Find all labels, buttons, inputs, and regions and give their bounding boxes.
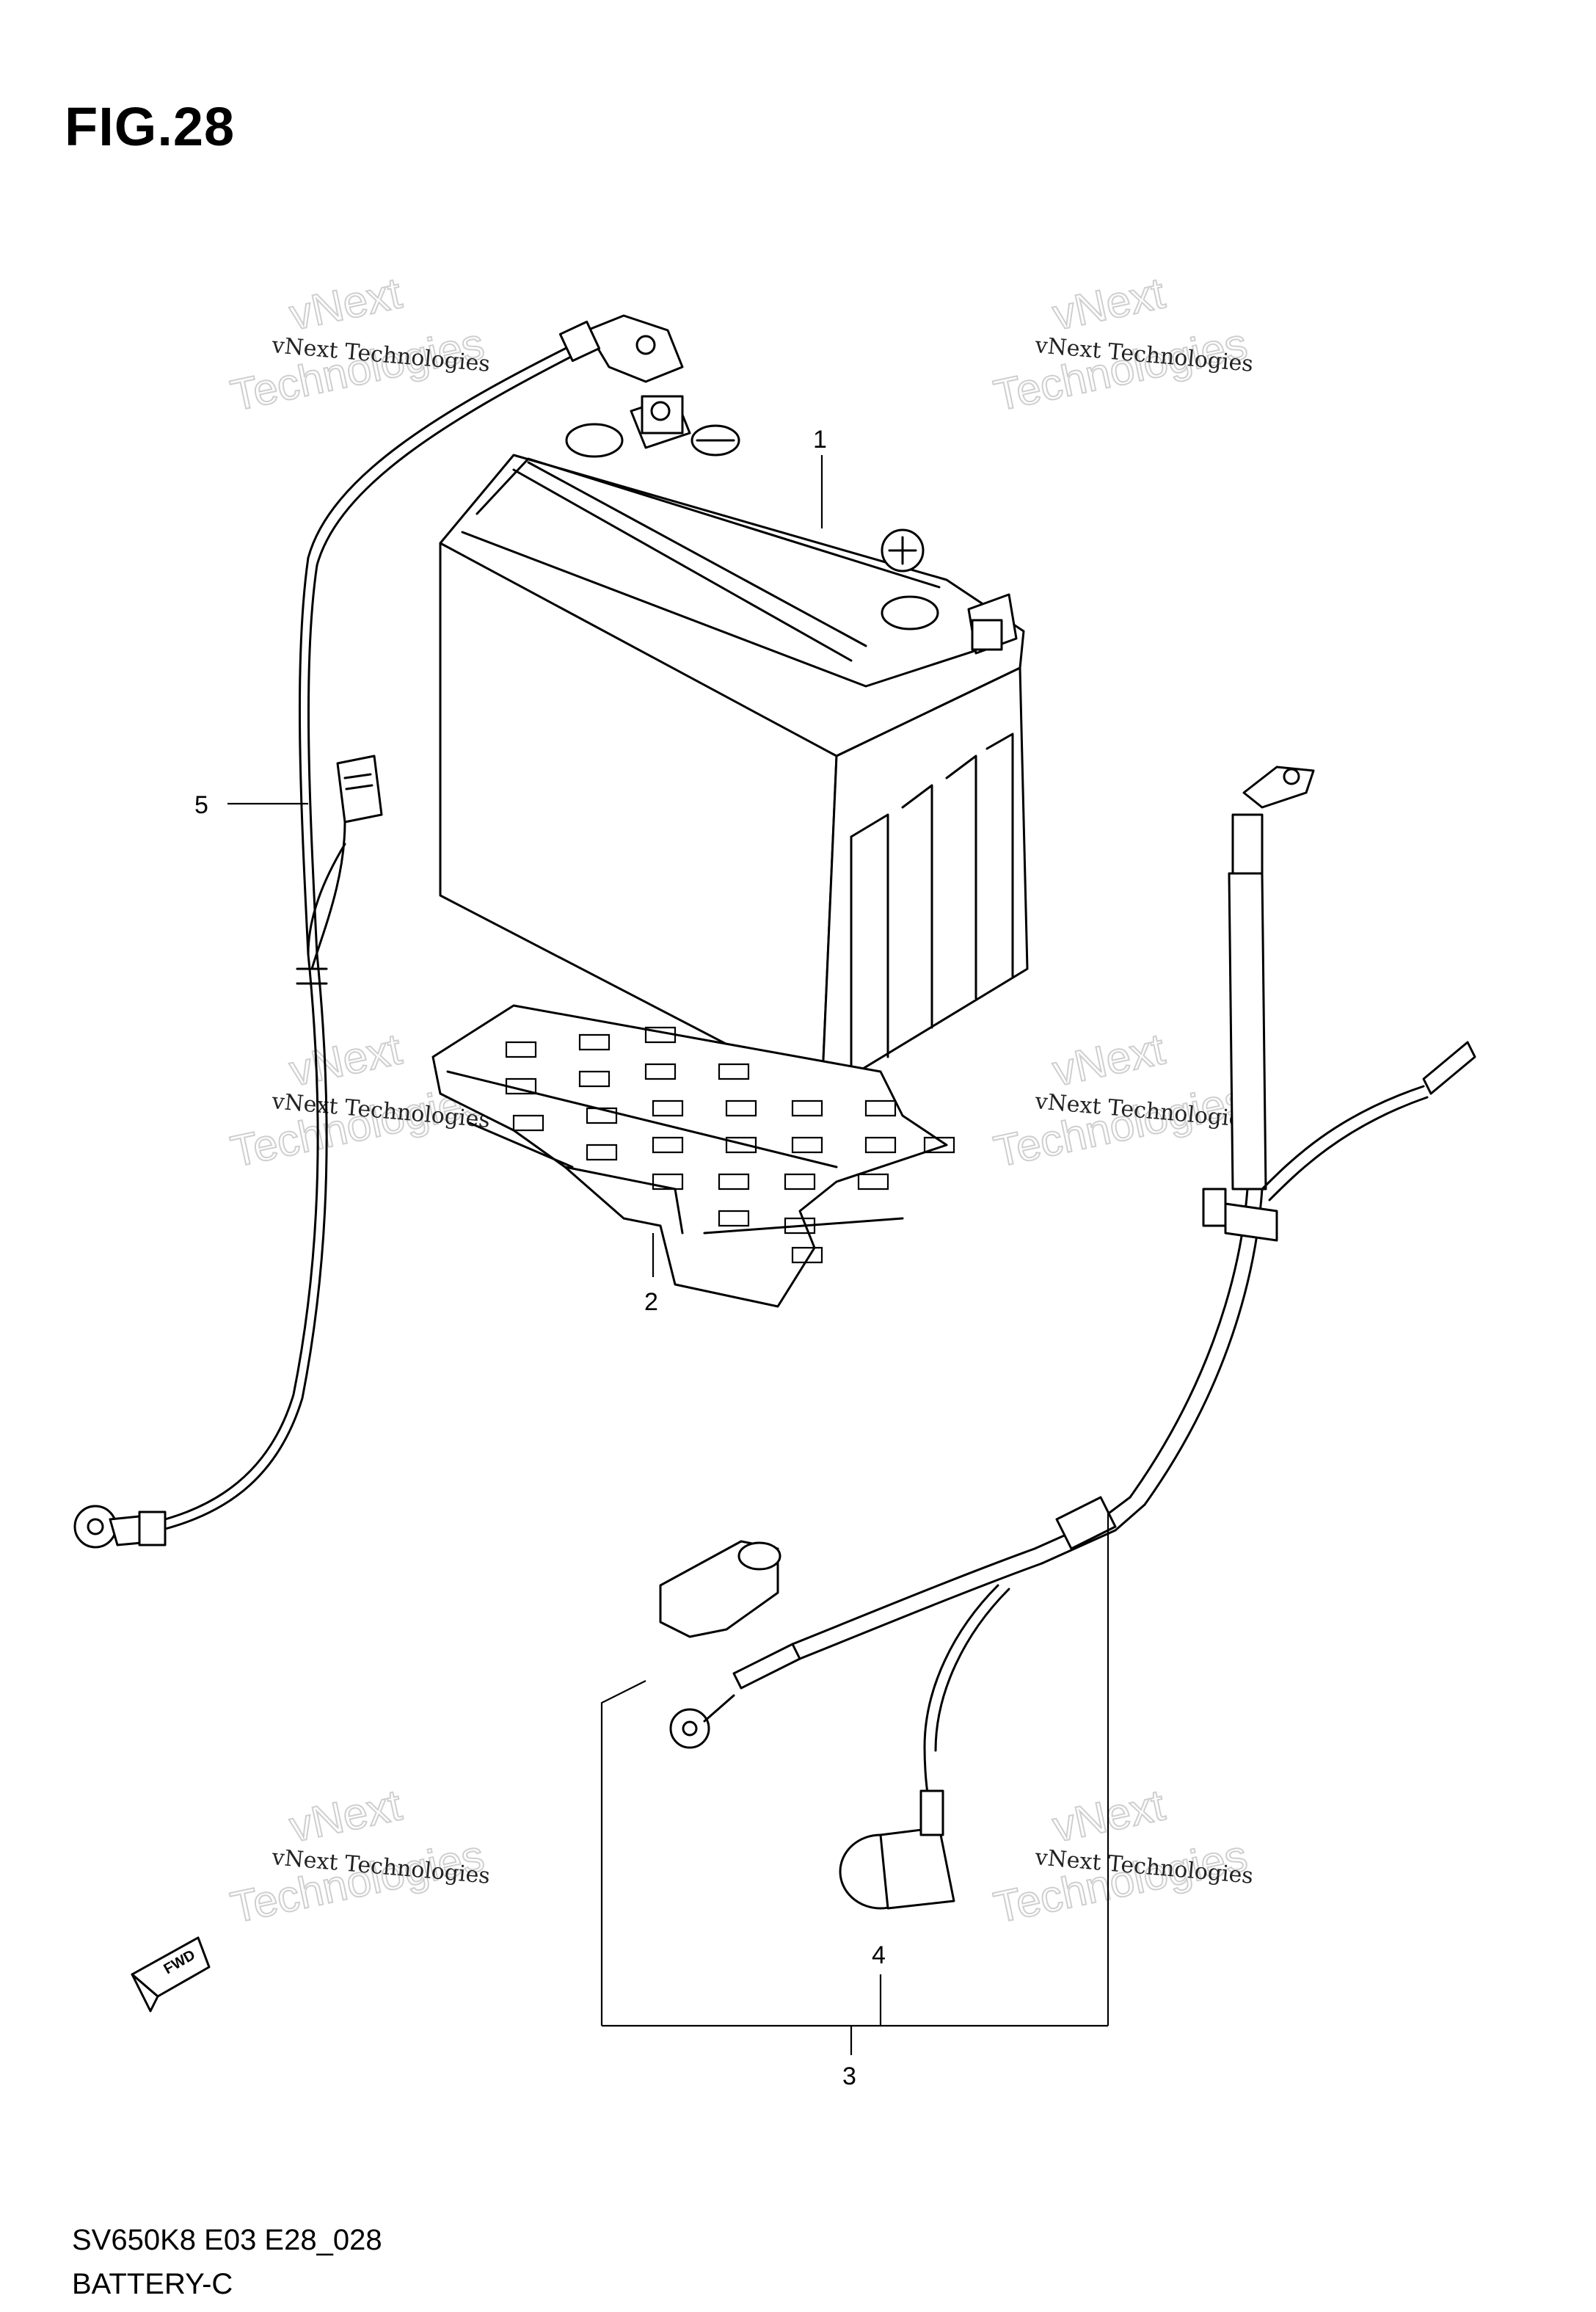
callout-label-1: 1 [813,426,827,454]
watermark-top-right: vNext Technologies vNext Technologies [989,267,1254,421]
section-name: BATTERY-C [72,2268,233,2300]
fwd-arrow-icon: FWD [131,1936,211,2013]
callout-label-3: 3 [842,2062,856,2090]
svg-text:vNext: vNext [285,268,406,339]
svg-text:vNext: vNext [285,1024,406,1095]
watermark-mid-right: vNext Technologies vNext Technologies [989,1023,1254,1177]
battery [439,395,1029,1095]
cable-part-3 [659,766,1476,1910]
figure-title: FIG.28 [65,96,236,157]
callout-1: 1 [813,426,827,528]
watermark-low-right: vNext Technologies vNext Technologies [989,1779,1254,1933]
cable-part-5 [73,314,684,1549]
callout-4: 4 [872,1941,886,2026]
callout-2: 2 [644,1233,658,1316]
svg-text:vNext: vNext [285,1780,406,1851]
callout-label-2: 2 [644,1288,658,1316]
callout-label-5: 5 [194,791,208,819]
watermark-top-left: vNext Technologies vNext Technologies [226,267,491,421]
watermark-low-left: vNext Technologies vNext Technologies [226,1779,491,1933]
svg-text:vNext: vNext [1049,268,1169,339]
callout-3: 3 [600,1512,1109,2090]
svg-text:vNext: vNext [1049,1024,1169,1095]
battery-tray [431,1004,955,1308]
model-code: SV650K8 E03 E28_028 [72,2224,382,2256]
callout-label-4: 4 [872,1941,886,1969]
callout-5: 5 [194,791,308,819]
